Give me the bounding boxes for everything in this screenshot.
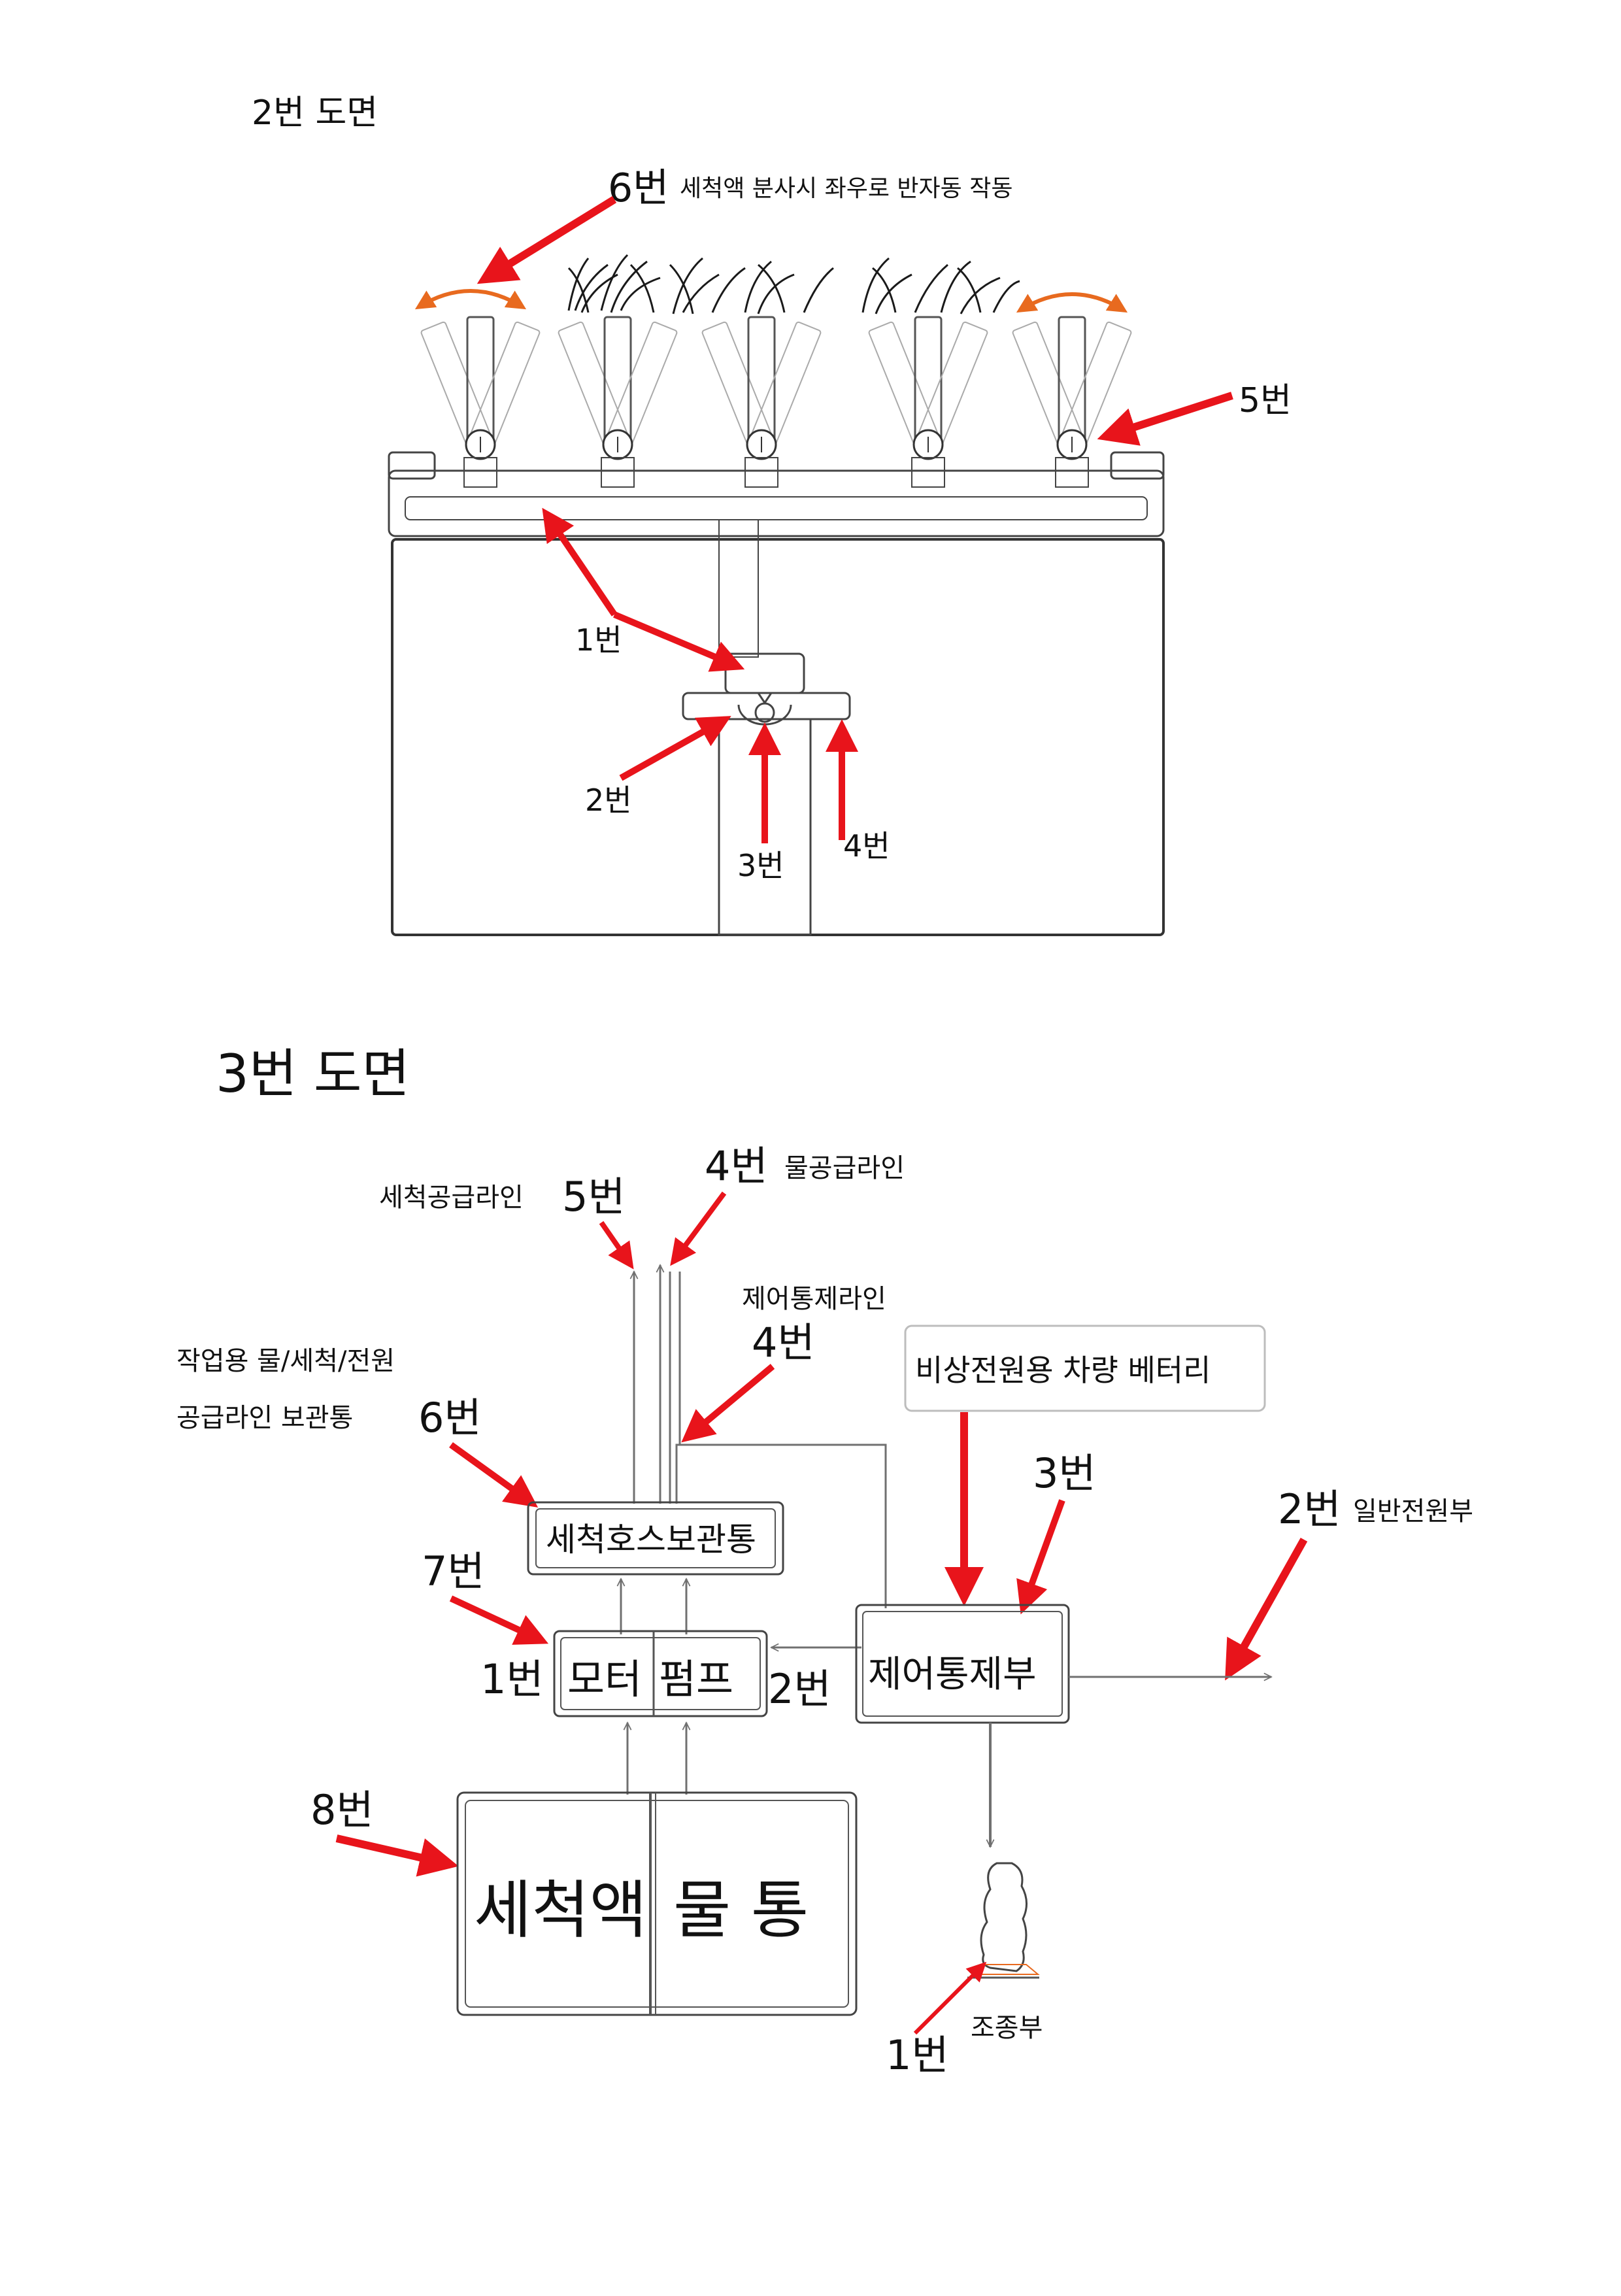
battery-box-label: 비상전원용 차량 베터리 xyxy=(915,1353,1211,1388)
control-line-number: 4번 xyxy=(752,1319,815,1366)
swing-arrow-right xyxy=(1016,292,1128,313)
label-4-d2: 4번 xyxy=(843,828,890,864)
drawing-3-title: 3번 도면 xyxy=(216,1043,410,1104)
label-3-d2: 3번 xyxy=(737,848,784,883)
wash-line-number: 5번 xyxy=(562,1173,626,1221)
hose-box xyxy=(527,1501,784,1576)
general-power-number: 2번 xyxy=(1278,1485,1341,1533)
label-6-number: 6번 xyxy=(608,165,669,211)
number-2-control: 2번 xyxy=(768,1665,831,1713)
battery-box xyxy=(904,1325,1266,1412)
label-1-d2: 1번 xyxy=(575,622,622,658)
arrow-1-d2 xyxy=(613,611,745,672)
arrow-5 xyxy=(1097,392,1233,446)
water-tank-label: 물 통 xyxy=(673,1874,809,1947)
wash-line-text: 세척공급라인 xyxy=(379,1183,524,1213)
tank-to-pump-lines xyxy=(627,1723,686,1795)
label-6-description: 세척액 분사시 좌우로 반자동 작동 xyxy=(680,175,1012,202)
nozzle-4 xyxy=(868,316,988,488)
drawing-2: 2번 도면 6번 세척액 분사시 좌우로 반자동 작동 xyxy=(252,93,1292,936)
pump-label: 펌프 xyxy=(659,1655,733,1703)
controller-text: 조종부 xyxy=(971,2013,1043,2043)
arrow-1-d2-branch xyxy=(542,507,618,616)
hose-box-label: 세척호스보관통 xyxy=(546,1521,756,1559)
arrow-7 xyxy=(449,1595,549,1645)
control-box xyxy=(855,1604,1070,1724)
controller-icon xyxy=(967,1862,1040,1979)
arrow-water-line xyxy=(670,1191,727,1266)
drawing-2-title: 2번 도면 xyxy=(252,93,378,133)
arrow-control-line xyxy=(681,1364,775,1443)
number-1-motor: 1번 xyxy=(480,1655,544,1703)
nozzle-group xyxy=(420,316,1132,488)
tank-box xyxy=(456,1791,858,2016)
brush-bristles xyxy=(567,254,1020,314)
work-storage-number: 6번 xyxy=(418,1394,482,1442)
nozzle-1 xyxy=(420,316,541,488)
general-power-text: 일반전원부 xyxy=(1353,1496,1473,1527)
motor-label: 모터 xyxy=(567,1655,642,1703)
arrow-2-d2 xyxy=(619,716,731,781)
arrow-controller xyxy=(913,1961,987,2035)
controller-number: 1번 xyxy=(886,2031,949,2079)
drawing-3: 3번 도면 세척공급라인 5번 4번 물공급라인 제어통제라인 4번 작업용 물… xyxy=(176,1043,1473,2079)
arrow-general-power xyxy=(1225,1538,1308,1681)
arrow-work-storage xyxy=(449,1442,539,1508)
arrow-6 xyxy=(476,195,617,284)
label-5: 5번 xyxy=(1239,381,1292,420)
nozzle-3 xyxy=(701,316,822,488)
motor-pump-box xyxy=(553,1630,768,1717)
supply-lines xyxy=(634,1265,887,1608)
control-box-label: 제어통제부 xyxy=(868,1653,1037,1696)
arrow-3-d3 xyxy=(1016,1499,1065,1615)
nozzle-5 xyxy=(1012,316,1132,488)
label-2-d2: 2번 xyxy=(585,783,632,818)
work-storage-line1: 작업용 물/세척/전원 xyxy=(176,1346,395,1376)
number-8: 8번 xyxy=(310,1786,374,1834)
nozzle-2 xyxy=(558,316,678,488)
number-3-d3: 3번 xyxy=(1033,1449,1096,1497)
work-storage-line2: 공급라인 보관통 xyxy=(176,1403,353,1433)
arrow-wash-line xyxy=(599,1221,634,1270)
water-line-number: 4번 xyxy=(705,1142,768,1190)
control-line-text: 제어통제라인 xyxy=(742,1284,886,1314)
wash-tank-label: 세척액 xyxy=(474,1874,647,1947)
housing xyxy=(388,451,1165,936)
arrow-8 xyxy=(335,1834,459,1877)
pump-to-hose-lines xyxy=(621,1579,686,1634)
water-line-text: 물공급라인 xyxy=(784,1153,905,1183)
number-7: 7번 xyxy=(422,1547,485,1595)
swing-arrow-left xyxy=(414,289,527,310)
